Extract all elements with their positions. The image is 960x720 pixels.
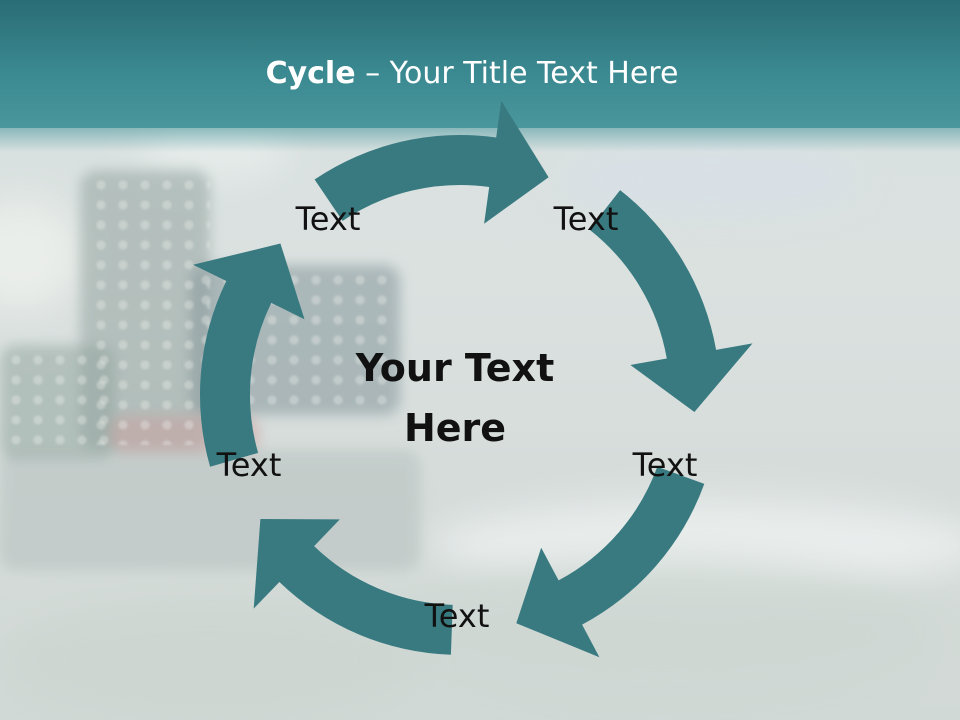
arrow-bottom-left bbox=[253, 519, 453, 655]
node-label-top-right: Text bbox=[553, 200, 619, 238]
arrow-top bbox=[314, 100, 549, 224]
center-text-line-2: Here bbox=[403, 406, 507, 450]
title-bar bbox=[0, 0, 960, 152]
slide-title: Cycle – Your Title Text Here bbox=[0, 56, 944, 91]
node-label-top-left: Text bbox=[295, 200, 361, 238]
title-rest: – Your Title Text Here bbox=[355, 56, 679, 91]
arrow-right bbox=[589, 190, 753, 412]
node-label-bottom: Text bbox=[424, 597, 490, 635]
arrow-bottom-right bbox=[516, 466, 705, 658]
arrow-left bbox=[193, 243, 305, 467]
center-text-line-1: Your Text bbox=[355, 346, 555, 390]
node-label-right: Text bbox=[632, 446, 698, 484]
title-bold: Cycle bbox=[265, 56, 356, 91]
node-label-left: Text bbox=[216, 446, 282, 484]
center-text: Your Text Here bbox=[325, 338, 585, 458]
